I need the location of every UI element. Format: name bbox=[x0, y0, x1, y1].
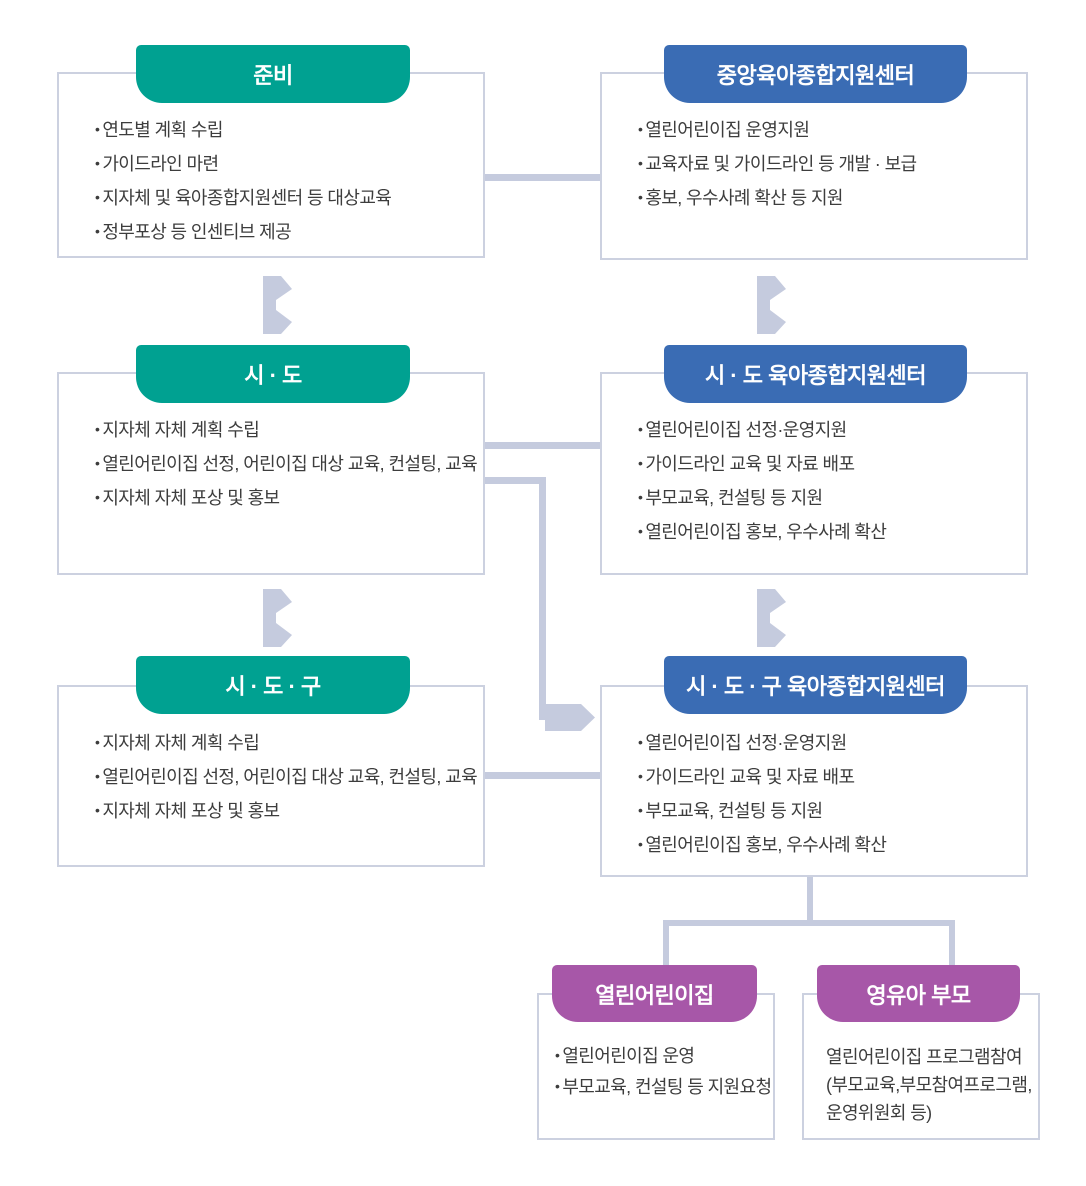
list-item: 열린어린이집 선정, 어린이집 대상 교육, 컨설팅, 교육 bbox=[95, 761, 477, 795]
header-sidogu: 시 · 도 · 구 bbox=[136, 656, 410, 714]
list-item: 지자체 자체 포상 및 홍보 bbox=[95, 482, 477, 516]
box-sidogu: 지자체 자체 계획 수립 열린어린이집 선정, 어린이집 대상 교육, 컨설팅,… bbox=[57, 685, 485, 867]
header-central-support-center: 중앙육아종합지원센터 bbox=[664, 45, 967, 103]
connector-row2-horizontal bbox=[485, 442, 600, 449]
list-item: 부모교육, 컨설팅 등 지원 bbox=[638, 482, 1020, 516]
list-item: 지자체 자체 포상 및 홍보 bbox=[95, 795, 477, 829]
header-sidogu-support-center: 시 · 도 · 구 육아종합지원센터 bbox=[664, 656, 967, 714]
list-item: 지자체 자체 계획 수립 bbox=[95, 414, 477, 448]
connector-row1-horizontal bbox=[485, 174, 600, 181]
list-item: 열린어린이집 선정·운영지원 bbox=[638, 414, 1020, 448]
connector-branch-left bbox=[663, 920, 669, 966]
box-sido-support-center: 열린어린이집 선정·운영지원 가이드라인 교육 및 자료 배포 부모교육, 컨설… bbox=[600, 372, 1028, 575]
connector-branch-horizontal bbox=[663, 920, 955, 926]
box-central-support-center: 열린어린이집 운영지원 교육자료 및 가이드라인 등 개발 · 보급 홍보, 우… bbox=[600, 72, 1028, 260]
list-item: 열린어린이집 홍보, 우수사례 확산 bbox=[638, 829, 1020, 863]
box-sidogu-support-center: 열린어린이집 선정·운영지원 가이드라인 교육 및 자료 배포 부모교육, 컨설… bbox=[600, 685, 1028, 877]
box-sido: 지자체 자체 계획 수립 열린어린이집 선정, 어린이집 대상 교육, 컨설팅,… bbox=[57, 372, 485, 575]
header-infant-parents: 영유아 부모 bbox=[817, 965, 1020, 1022]
open-daycare-list: 열린어린이집 운영 부모교육, 컨설팅 등 지원요청 bbox=[539, 995, 773, 1103]
down-arrow-icon bbox=[757, 589, 786, 647]
connector-row3-horizontal bbox=[485, 772, 600, 779]
list-item: 열린어린이집 선정, 어린이집 대상 교육, 컨설팅, 교육 bbox=[95, 448, 477, 482]
preparation-list: 연도별 계획 수립 가이드라인 마련 지자체 및 육아종합지원센터 등 대상교육… bbox=[59, 74, 483, 250]
connector-branch-stem bbox=[807, 877, 813, 923]
sidogu-center-list: 열린어린이집 선정·운영지원 가이드라인 교육 및 자료 배포 부모교육, 컨설… bbox=[602, 687, 1026, 863]
list-item: 열린어린이집 운영지원 bbox=[638, 114, 1020, 148]
down-arrow-icon bbox=[263, 589, 292, 647]
sido-center-list: 열린어린이집 선정·운영지원 가이드라인 교육 및 자료 배포 부모교육, 컨설… bbox=[602, 374, 1026, 550]
list-item: 정부포상 등 인센티브 제공 bbox=[95, 216, 477, 250]
down-arrow-icon bbox=[263, 276, 292, 334]
elbow-arrowhead-icon bbox=[545, 704, 595, 731]
list-item: 지자체 자체 계획 수립 bbox=[95, 727, 477, 761]
text-line: 운영위원회 등) bbox=[826, 1103, 932, 1123]
list-item: 연도별 계획 수립 bbox=[95, 114, 477, 148]
list-item: 홍보, 우수사례 확산 등 지원 bbox=[638, 182, 1020, 216]
central-center-list: 열린어린이집 운영지원 교육자료 및 가이드라인 등 개발 · 보급 홍보, 우… bbox=[602, 74, 1026, 216]
list-item: 부모교육, 컨설팅 등 지원요청 bbox=[555, 1072, 772, 1103]
list-item: 가이드라인 마련 bbox=[95, 148, 477, 182]
text-line: 열린어린이집 프로그램참여 bbox=[826, 1047, 1023, 1067]
list-item: 지자체 및 육아종합지원센터 등 대상교육 bbox=[95, 182, 477, 216]
infant-parents-text: 열린어린이집 프로그램참여 (부모교육,부모참여프로그램, 운영위원회 등) bbox=[804, 995, 1038, 1127]
text-line: (부모교육,부모참여프로그램, bbox=[826, 1075, 1032, 1095]
list-item: 열린어린이집 선정·운영지원 bbox=[638, 727, 1020, 761]
list-item: 가이드라인 교육 및 자료 배포 bbox=[638, 448, 1020, 482]
down-arrow-icon bbox=[757, 276, 786, 334]
list-item: 가이드라인 교육 및 자료 배포 bbox=[638, 761, 1020, 795]
header-open-daycare: 열린어린이집 bbox=[552, 965, 757, 1022]
header-preparation: 준비 bbox=[136, 45, 410, 103]
list-item: 교육자료 및 가이드라인 등 개발 · 보급 bbox=[638, 148, 1020, 182]
list-item: 열린어린이집 운영 bbox=[555, 1041, 769, 1072]
list-item: 열린어린이집 홍보, 우수사례 확산 bbox=[638, 516, 1020, 550]
connector-elbow-vertical bbox=[539, 477, 546, 720]
connector-branch-right bbox=[949, 920, 955, 966]
sido-list: 지자체 자체 계획 수립 열린어린이집 선정, 어린이집 대상 교육, 컨설팅,… bbox=[59, 374, 483, 516]
box-preparation: 연도별 계획 수립 가이드라인 마련 지자체 및 육아종합지원센터 등 대상교육… bbox=[57, 72, 485, 258]
header-sido: 시 · 도 bbox=[136, 345, 410, 403]
sidogu-list: 지자체 자체 계획 수립 열린어린이집 선정, 어린이집 대상 교육, 컨설팅,… bbox=[59, 687, 483, 829]
list-item: 부모교육, 컨설팅 등 지원 bbox=[638, 795, 1020, 829]
header-sido-support-center: 시 · 도 육아종합지원센터 bbox=[664, 345, 967, 403]
connector-elbow-top bbox=[485, 477, 546, 484]
